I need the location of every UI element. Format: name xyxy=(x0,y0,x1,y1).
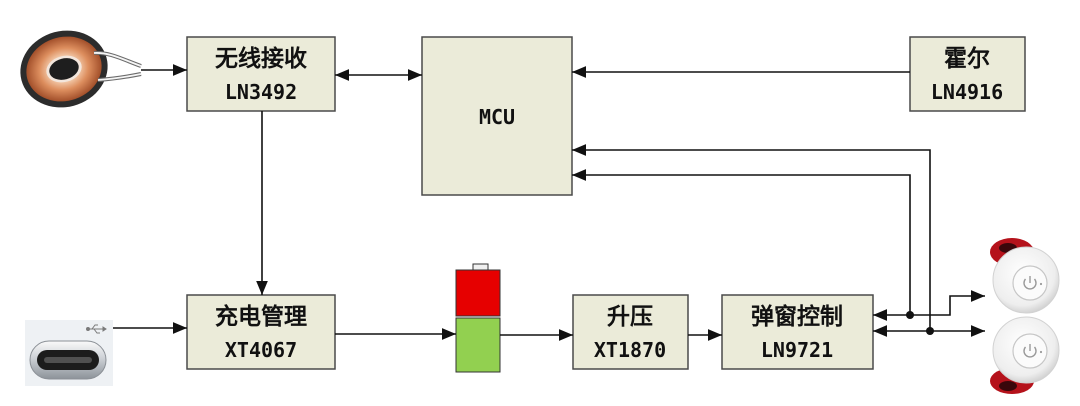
usb-type-c-plug-icon xyxy=(25,320,113,386)
wireless-charging-coil-icon xyxy=(20,30,142,108)
block-part-number: XT4067 xyxy=(225,338,297,362)
block-part-number: XT1870 xyxy=(594,338,666,362)
block-title: 霍尔 xyxy=(944,45,990,72)
block-hall: 霍尔 LN4916 xyxy=(909,36,1026,112)
arrow-popup-ctrl-top-earbud xyxy=(873,290,985,321)
block-boost: 升压 XT1870 xyxy=(572,294,689,370)
junction-dot xyxy=(926,327,934,335)
usb-logo-icon xyxy=(86,324,107,334)
block-title: 无线接收 xyxy=(215,45,307,72)
block-title: 升压 xyxy=(607,304,653,330)
earbud-bottom-icon xyxy=(990,316,1060,394)
block-part-number: LN4916 xyxy=(931,80,1003,104)
block-part-number: LN9721 xyxy=(761,338,833,362)
junction-dot xyxy=(906,311,914,319)
block-title: 弹窗控制 xyxy=(751,303,843,330)
signal-top-earbud-to-mcu xyxy=(572,169,911,315)
power-button-icon xyxy=(1023,344,1043,358)
block-wireless-rx: 无线接收 LN3492 xyxy=(186,36,336,112)
block-charge-mgmt: 充电管理 XT4067 xyxy=(186,294,336,370)
power-button-icon xyxy=(1023,276,1043,290)
block-title: 充电管理 xyxy=(215,303,307,330)
earbud-top-icon xyxy=(990,238,1060,314)
block-part-number: LN3492 xyxy=(225,80,297,104)
block-popup-ctrl: 弹窗控制 LN9721 xyxy=(721,294,874,370)
battery-icon xyxy=(455,263,501,373)
block-title: MCU xyxy=(479,105,515,129)
block-mcu: MCU xyxy=(421,36,573,196)
signal-bottom-earbud-to-mcu xyxy=(572,144,931,331)
